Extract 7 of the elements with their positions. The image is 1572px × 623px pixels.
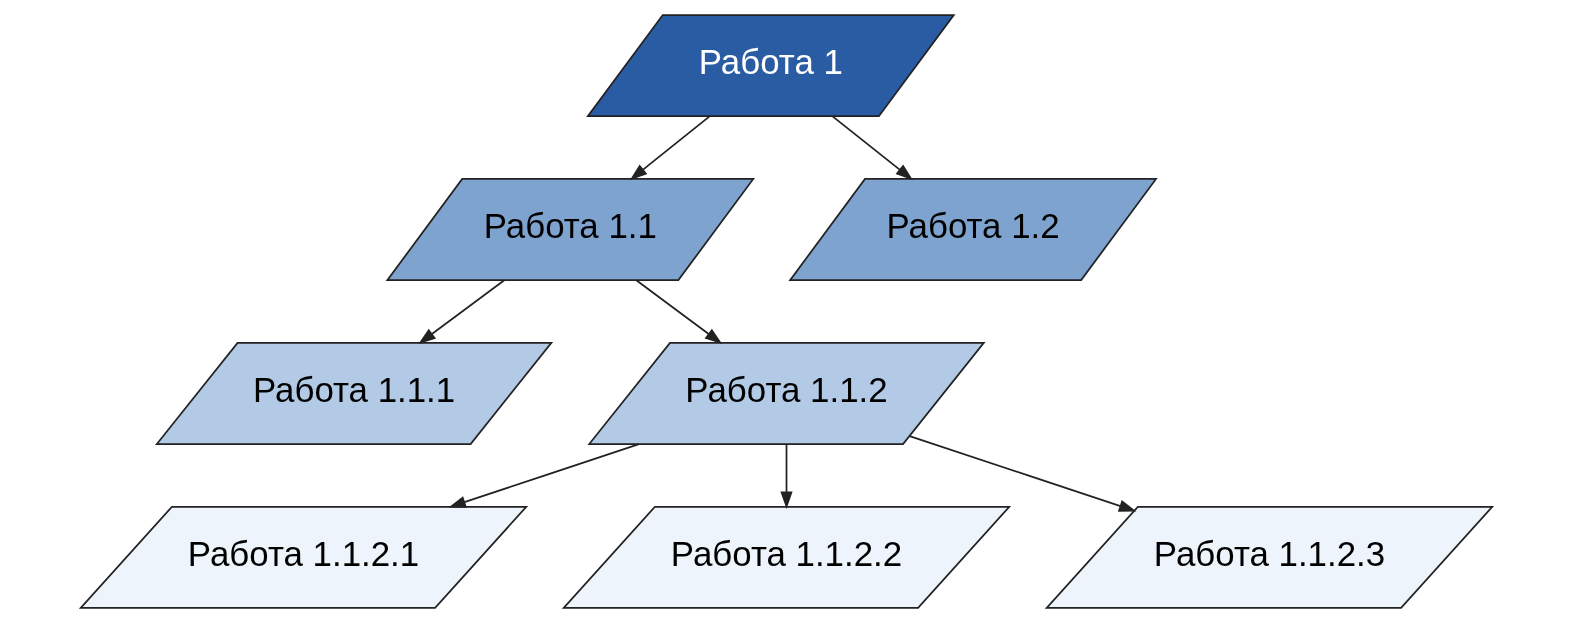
arrow [447, 443, 640, 508]
arrow [908, 435, 1136, 512]
arrow [831, 115, 913, 181]
arrow [779, 443, 793, 509]
arrow [629, 115, 710, 181]
arrow [417, 279, 505, 344]
arrow [634, 279, 722, 344]
